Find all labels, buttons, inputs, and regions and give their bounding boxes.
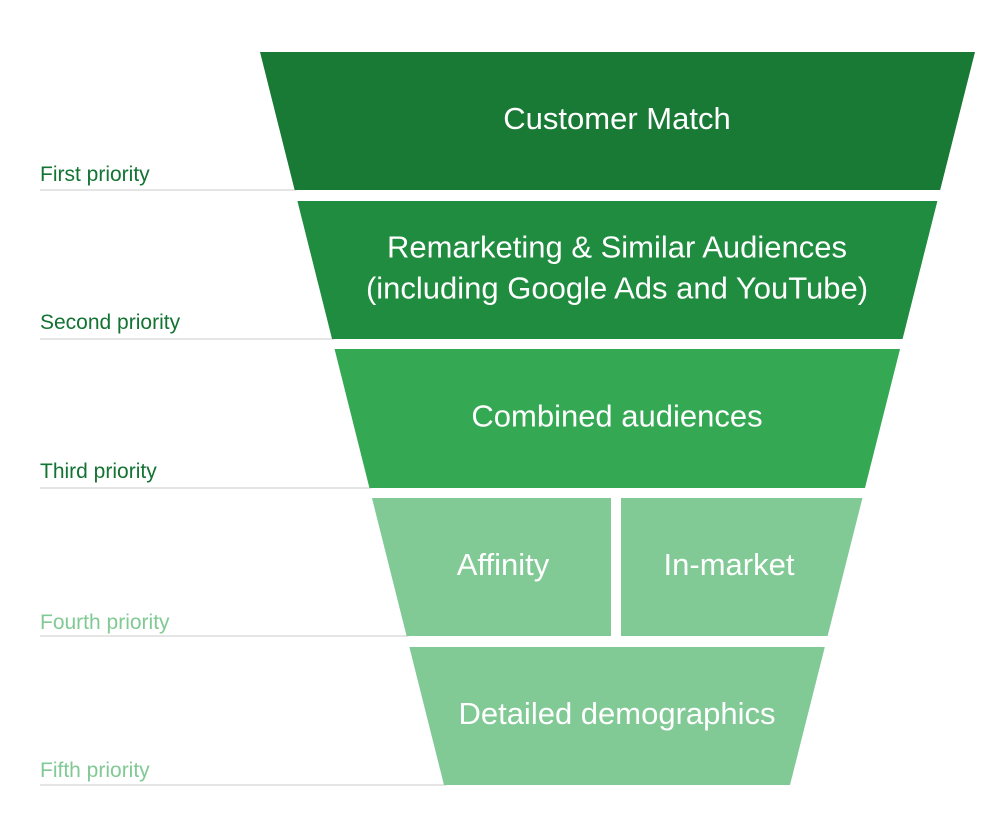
funnel-tier-affinity-in-market: Fourth priority Affinity In-market <box>40 498 863 637</box>
funnel-tier-shape <box>260 52 975 190</box>
tier-label-line: Combined audiences <box>471 399 762 434</box>
priority-label: First priority <box>40 163 150 186</box>
funnel-tier-shape <box>409 647 825 785</box>
funnel-tier-shape <box>297 201 938 339</box>
funnel-tier-detailed-demographics: Fifth priority Detailed demographics <box>40 647 825 786</box>
funnel-segment-affinity <box>371 498 611 636</box>
priority-label: Second priority <box>40 311 181 334</box>
funnel-segment-in-market <box>621 498 863 636</box>
tier-label-line: (including Google Ads and YouTube) <box>366 271 868 306</box>
segment-label-affinity: Affinity <box>457 547 550 582</box>
funnel-tier-customer-match: First priority Customer Match <box>40 52 975 191</box>
priority-label: Third priority <box>40 460 157 483</box>
segment-label-in-market: In-market <box>664 547 795 582</box>
priority-label: Fifth priority <box>40 759 150 782</box>
tier-label-line: Detailed demographics <box>458 696 775 731</box>
funnel-tier-remarketing-similar: Second priority Remarketing & Similar Aud… <box>40 201 938 340</box>
tier-label-line: Remarketing & Similar Audiences <box>387 230 847 265</box>
priority-label: Fourth priority <box>40 611 170 634</box>
tier-label-line: Customer Match <box>503 101 730 136</box>
funnel-tier-shape <box>334 349 901 488</box>
funnel-tier-combined-audiences: Third priority Combined audiences <box>40 349 901 489</box>
